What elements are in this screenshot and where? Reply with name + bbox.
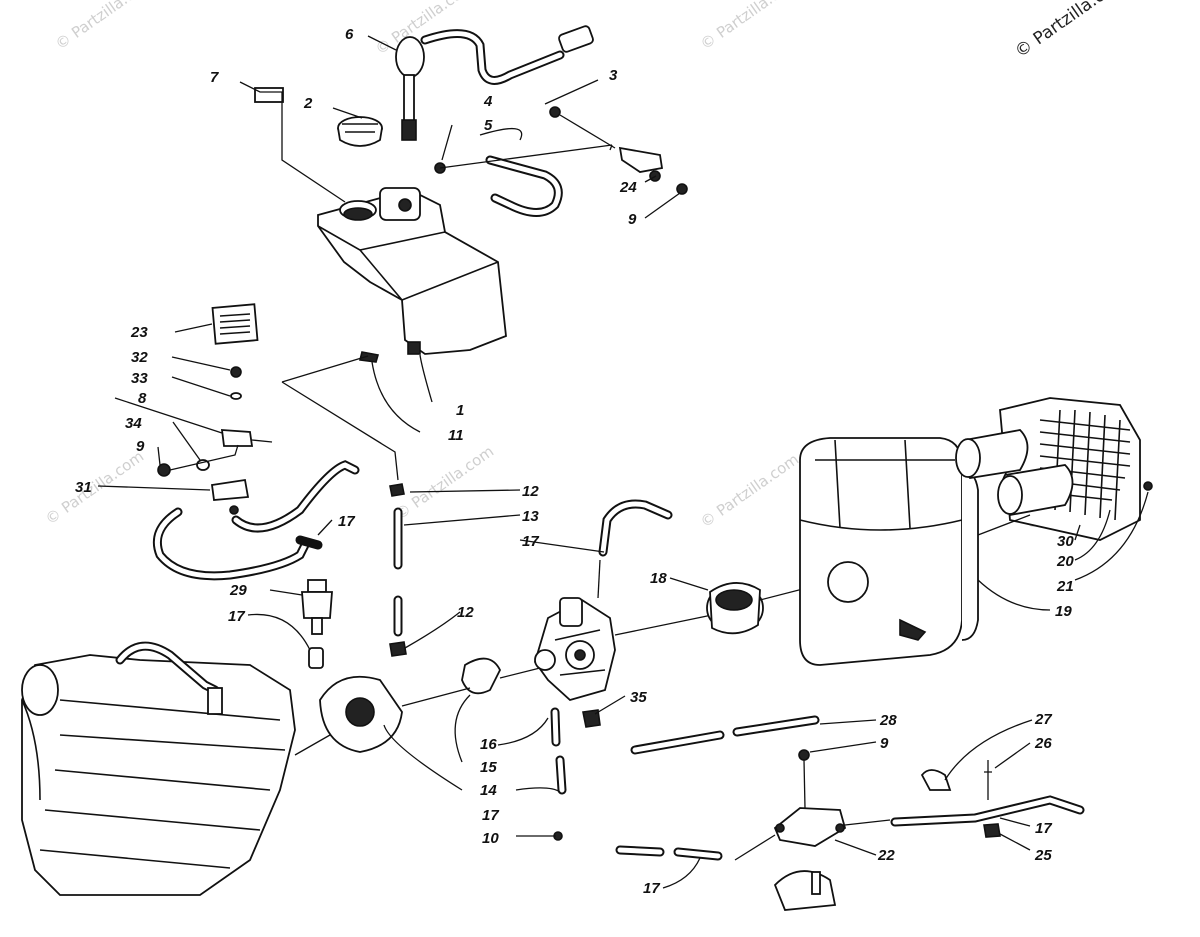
fuel-tank xyxy=(317,187,507,355)
callout-17: 17 xyxy=(338,513,355,530)
watermark: © Partzilla.com xyxy=(697,0,802,53)
decal-23 xyxy=(211,303,259,345)
callout-19: 19 xyxy=(1055,603,1072,620)
leader-lines xyxy=(97,35,1149,889)
callout-12: 12 xyxy=(457,604,474,621)
callout-9: 9 xyxy=(880,735,889,752)
callout-17: 17 xyxy=(643,880,660,897)
callout-32: 32 xyxy=(131,349,148,366)
fuel-filter xyxy=(301,579,333,669)
decal-7 xyxy=(254,87,284,103)
engine xyxy=(21,641,331,896)
fuel-sender xyxy=(395,25,594,141)
callout-20: 20 xyxy=(1056,553,1074,570)
fuel-line-path xyxy=(281,381,399,481)
callout-34: 34 xyxy=(125,415,142,432)
fuel-valve-assembly xyxy=(157,366,273,515)
watermark: © Partzilla.com xyxy=(52,0,157,53)
callout-29: 29 xyxy=(229,582,247,599)
callout-31: 31 xyxy=(75,479,92,496)
vent-hose xyxy=(434,144,613,217)
callout-13: 13 xyxy=(522,508,539,525)
callout-15: 15 xyxy=(480,759,497,776)
callout-22: 22 xyxy=(877,847,895,864)
carburetor xyxy=(534,597,713,702)
callout-2: 2 xyxy=(303,95,313,112)
leader xyxy=(281,355,369,383)
callout-30: 30 xyxy=(1057,533,1074,550)
impulse-line xyxy=(890,760,1085,838)
callout-26: 26 xyxy=(1034,735,1052,752)
callout-27: 27 xyxy=(1034,711,1052,728)
air-silencer xyxy=(799,437,979,666)
callout-12: 12 xyxy=(522,483,539,500)
callout-18: 18 xyxy=(650,570,667,587)
callout-17: 17 xyxy=(228,608,245,625)
callout-16: 16 xyxy=(480,736,497,753)
tank-fitting xyxy=(359,351,380,363)
callout-23: 23 xyxy=(130,324,148,341)
callout-3: 3 xyxy=(609,67,618,84)
callout-4: 4 xyxy=(483,93,493,110)
fuel-cap xyxy=(337,116,383,147)
callout-8: 8 xyxy=(138,390,147,407)
intake-flange xyxy=(319,657,541,753)
carb-adapter xyxy=(706,581,831,635)
callout-5: 5 xyxy=(484,117,493,134)
callout-17: 17 xyxy=(522,533,539,550)
callout-17: 17 xyxy=(1035,820,1052,837)
watermark: © Partzilla.com xyxy=(372,0,477,58)
callout-9: 9 xyxy=(136,438,145,455)
callout-25: 25 xyxy=(1034,847,1052,864)
watermark: © Partzilla.com xyxy=(697,450,802,531)
callout-1: 1 xyxy=(456,402,464,419)
fuel-pump xyxy=(615,715,891,911)
callout-6: 6 xyxy=(345,26,354,43)
callout-11: 11 xyxy=(448,427,464,444)
callout-17: 17 xyxy=(482,807,499,824)
callout-33: 33 xyxy=(131,370,148,387)
callout-9: 9 xyxy=(628,211,637,228)
callout-24: 24 xyxy=(619,179,637,196)
callout-28: 28 xyxy=(879,712,897,729)
fuel-hose xyxy=(295,535,323,550)
watermark: © Partzilla.com xyxy=(392,442,497,523)
callout-14: 14 xyxy=(480,782,497,799)
callout-35: 35 xyxy=(630,689,647,706)
carb-fuel-line xyxy=(389,483,407,657)
callout-7: 7 xyxy=(210,69,219,86)
callout-21: 21 xyxy=(1056,578,1074,595)
callout-labels: 1 2 3 4 5 6 7 8 9 9 9 10 11 12 12 13 14 … xyxy=(75,26,1074,897)
bracket xyxy=(549,106,688,195)
intake-boots xyxy=(955,397,1153,541)
callout-10: 10 xyxy=(482,830,499,847)
copyright-text: © Partzilla.com xyxy=(1011,0,1130,62)
